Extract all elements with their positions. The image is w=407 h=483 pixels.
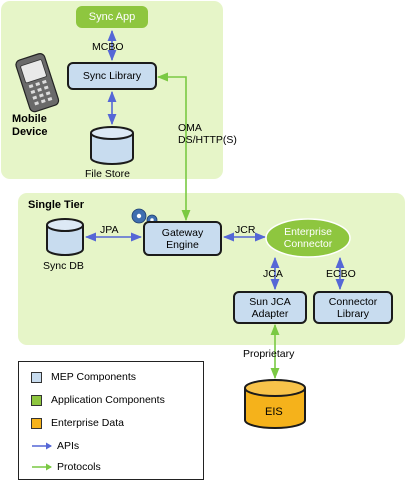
legend: MEP Components Application Components En… [18,361,204,480]
ecbo-label: ECBO [326,268,356,280]
connector-library-box: Connector Library [313,291,393,324]
gateway-engine-box: Gateway Engine [143,221,222,256]
legend-item-protocols: Protocols [31,461,101,473]
proprietary-label: Proprietary [243,348,295,360]
legend-item-enterprise: Enterprise Data [31,417,124,429]
sync-app-label: Sync App [88,11,136,23]
mep-swatch-icon [31,371,42,383]
protocol-arrow-icon [32,463,52,471]
application-swatch-icon [31,394,42,406]
api-arrow-icon [32,442,52,450]
jca-label: JCA [263,268,283,280]
sync-db-cylinder-icon [46,218,84,256]
sync-app-box: Sync App [76,6,148,28]
enterprise-connector-label: Enterprise Connector [283,226,333,250]
arrow-protocol-oma [156,72,191,222]
jpa-label: JPA [100,224,119,236]
eis-label: EIS [265,406,283,418]
file-store-cylinder-icon [90,126,134,165]
legend-item-mep: MEP Components [31,371,136,383]
legend-item-application: Application Components [31,394,165,406]
sync-library-label: Sync Library [82,70,142,82]
sun-jca-adapter-box: Sun JCA Adapter [233,291,307,324]
single-tier-title: Single Tier [28,199,85,211]
oma-protocol-label: OMA DS/HTTP(S) [178,122,237,146]
jcr-label: JCR [235,224,256,236]
mobile-device-label: Mobile Device [12,113,48,138]
mobile-phone-icon [15,53,60,113]
mcbo-label: MCBO [92,41,124,53]
file-store-label: File Store [85,168,130,180]
enterprise-swatch-icon [31,417,42,429]
eis-cylinder-icon [244,379,306,429]
sync-library-box: Sync Library [67,62,157,90]
sync-db-label: Sync DB [43,260,84,272]
legend-item-apis: APIs [31,440,79,452]
enterprise-connector-shape [265,218,351,258]
